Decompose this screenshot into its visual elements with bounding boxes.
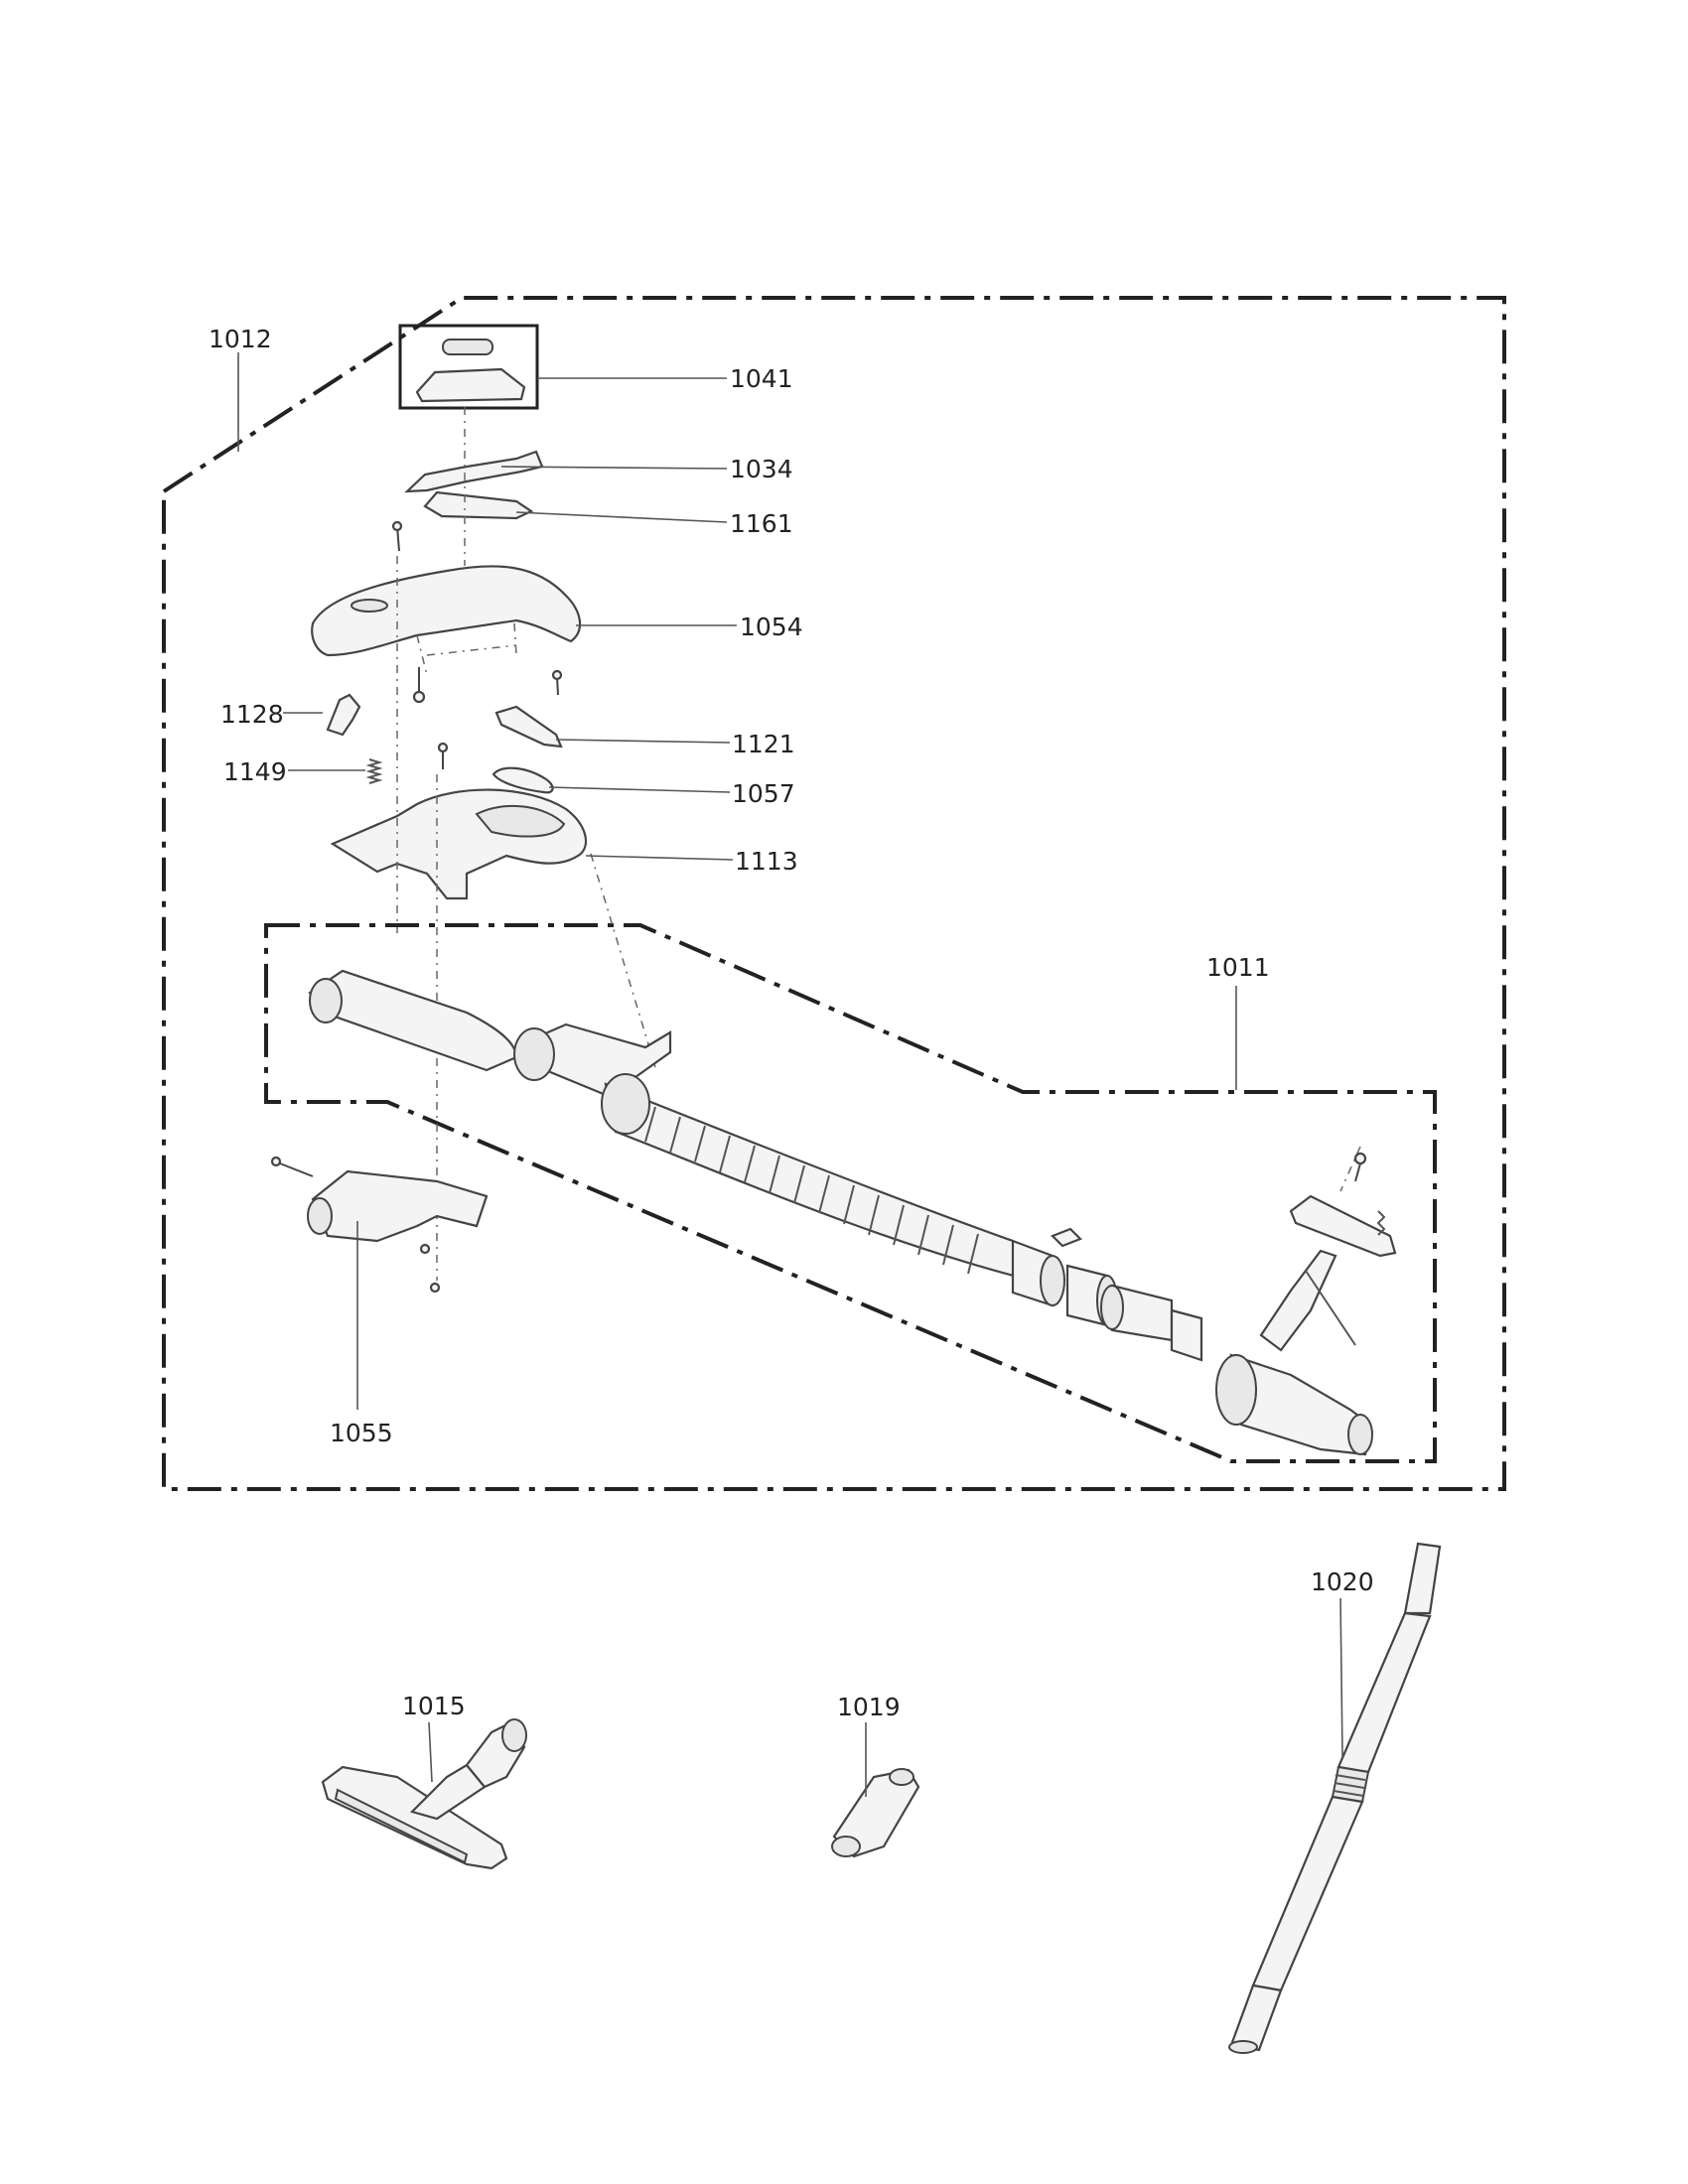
- part-1054[interactable]: [311, 565, 582, 676]
- part-1011-hose-assembly[interactable]: [308, 969, 1397, 1456]
- part-1055[interactable]: [270, 1156, 489, 1294]
- part-1015[interactable]: [321, 1718, 527, 1870]
- leader-lines: [237, 352, 1343, 1797]
- label-1012: 1012: [209, 325, 272, 353]
- label-1019: 1019: [837, 1693, 901, 1721]
- label-1128: 1128: [220, 700, 284, 729]
- screw-icon: [391, 520, 563, 769]
- part-1113[interactable]: [330, 788, 588, 900]
- label-1020: 1020: [1311, 1568, 1374, 1596]
- part-1057[interactable]: [492, 766, 554, 794]
- part-1034[interactable]: [404, 450, 544, 493]
- assembly-1011-boundary: [264, 923, 1437, 1463]
- part-1128[interactable]: [326, 693, 361, 737]
- label-1121: 1121: [732, 730, 795, 758]
- label-1113: 1113: [735, 847, 798, 876]
- label-1011: 1011: [1206, 953, 1270, 982]
- label-1015: 1015: [402, 1692, 466, 1720]
- part-1121[interactable]: [494, 705, 563, 749]
- assembly-1012-boundary: [162, 296, 1506, 1491]
- label-1034: 1034: [730, 455, 793, 483]
- label-1161: 1161: [730, 509, 793, 538]
- part-1161[interactable]: [423, 490, 534, 520]
- label-1149: 1149: [223, 757, 287, 786]
- part-1020[interactable]: [1228, 1542, 1442, 2054]
- part-1019[interactable]: [831, 1768, 920, 1858]
- label-1041: 1041: [730, 364, 793, 393]
- part-1041[interactable]: [398, 324, 539, 410]
- label-1054: 1054: [740, 613, 803, 641]
- label-1055: 1055: [330, 1419, 393, 1447]
- label-1057: 1057: [732, 779, 795, 808]
- part-1149[interactable]: [365, 758, 383, 784]
